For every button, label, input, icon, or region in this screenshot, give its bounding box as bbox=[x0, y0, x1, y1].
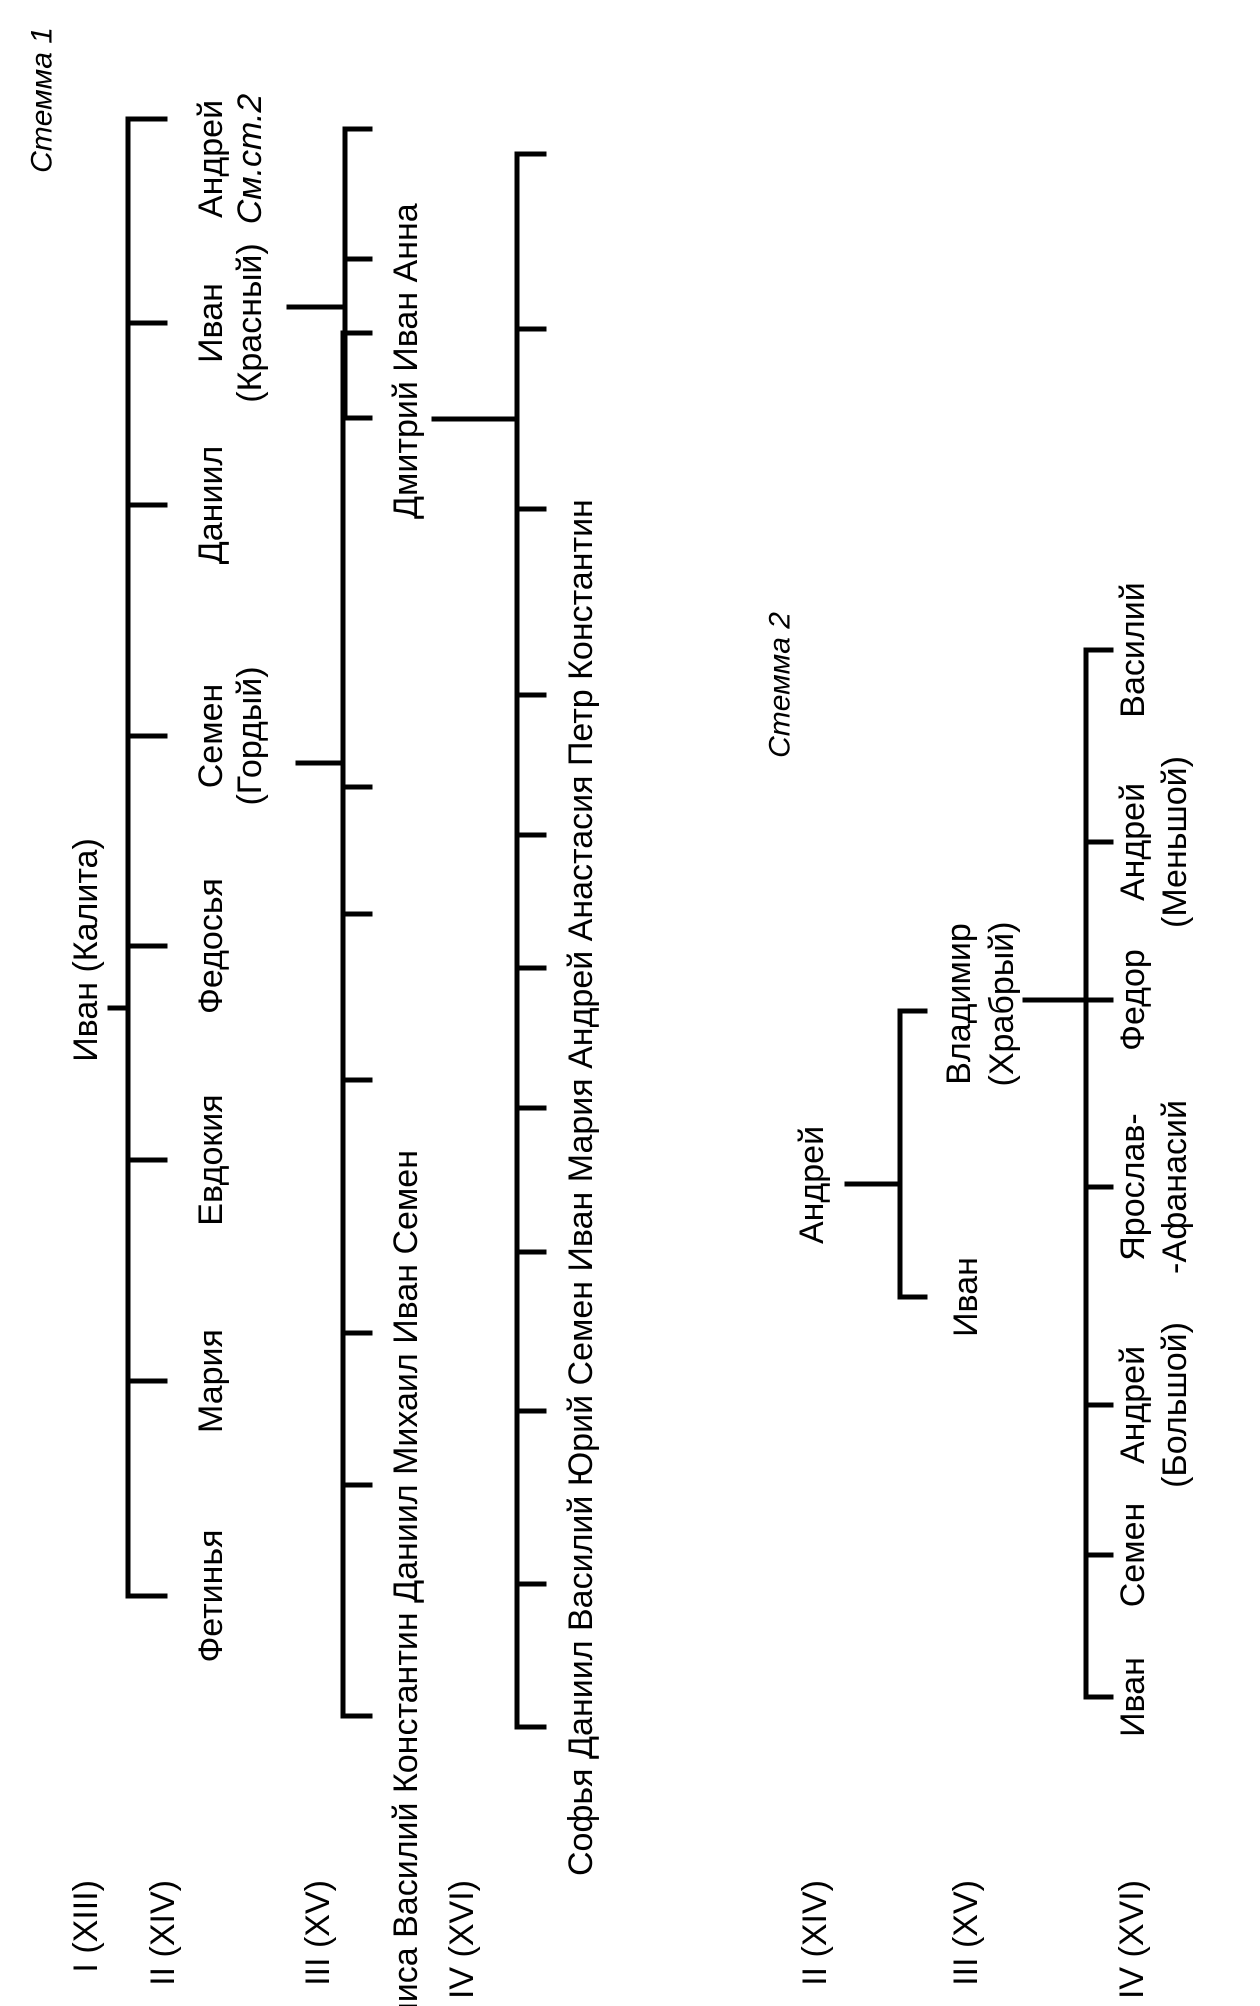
stemma1-gen2-name: Федосья bbox=[192, 878, 230, 1014]
stemma2-generation-label: IV (XVI) bbox=[1113, 1880, 1151, 1999]
stemma2-gen4-name: Семен bbox=[1114, 1503, 1152, 1608]
stemma1-gen2-name-second-line: (Гордый) bbox=[231, 666, 269, 805]
stemma-labels: Стемма 1 I (XIII) II (XIV) III (XV) IV (XVI)… bbox=[26, 27, 1195, 2006]
stemma2-gen3-name: Иван bbox=[947, 1257, 985, 1337]
stemma2-root-label: Андрей bbox=[793, 1126, 831, 1244]
stemma1-gen2-name: Фетинья bbox=[192, 1529, 230, 1662]
stemma1-root-label: Иван (Калита) bbox=[67, 838, 105, 1062]
stemma2-gen3-name-second-line: (Храбрый) bbox=[983, 922, 1021, 1087]
stemma2-gen4-name-second-line: (Большой) bbox=[1156, 1322, 1194, 1488]
stemma2-gen4-name: Федор bbox=[1114, 949, 1152, 1051]
stemma2-gen4-name-second-line: -Афанасий bbox=[1156, 1100, 1194, 1274]
stemma1-generation-label: IV (XVI) bbox=[443, 1880, 481, 1999]
stemma2-gen4-name: Иван bbox=[1114, 1657, 1152, 1737]
stemma1-gen4-row: Софья Даниил Василий Юрий Семен Иван Мар… bbox=[562, 499, 600, 1876]
stemma1-gen2-name: Иван bbox=[192, 283, 230, 363]
stemma1-gen2-name-second-line: См.ст.2 bbox=[231, 94, 269, 225]
stemma1-gen2-name: Евдокия bbox=[192, 1094, 230, 1225]
stemma1-gen2-name-second-line: (Красный) bbox=[231, 243, 269, 402]
stemma2-gen4-name: Андрей bbox=[1114, 1346, 1152, 1464]
stemma-lines bbox=[107, 116, 1114, 1730]
stemma2-gen4-name: Василий bbox=[1114, 582, 1152, 717]
stemma2-gen4-name: Ярослав- bbox=[1114, 1113, 1152, 1261]
stemma1-generation-label: I (XIII) bbox=[67, 1880, 105, 1973]
stemma2-generation-label: III (XV) bbox=[947, 1880, 985, 1986]
stemma1-generation-label: II (XIV) bbox=[144, 1880, 182, 1986]
stemma2-generation-label: II (XIV) bbox=[796, 1880, 834, 1986]
stemma1-generation-label: III (XV) bbox=[299, 1880, 337, 1986]
stemma1-title: Стемма 1 bbox=[26, 27, 59, 173]
stemma2-gen4-name-second-line: (Меньшой) bbox=[1156, 756, 1194, 928]
stemma1-gen2-name: Мария bbox=[192, 1329, 230, 1433]
stemma1-gen2-name: Андрей bbox=[192, 100, 230, 218]
stemma2-gen3-name: Владимир bbox=[940, 923, 978, 1085]
stemma2-gen4-name: Андрей bbox=[1114, 783, 1152, 901]
stemma1-gen3-row2: Дмитрий Иван Анна bbox=[387, 203, 425, 519]
stemma2-title: Стемма 2 bbox=[764, 612, 797, 758]
stemma1-gen2-name: Даниил bbox=[192, 446, 230, 565]
stemma1-gen3-row: Василиса Василий Константин Даниил Михаи… bbox=[387, 1150, 425, 2006]
stemma1-gen2-name: Семен bbox=[192, 684, 230, 789]
